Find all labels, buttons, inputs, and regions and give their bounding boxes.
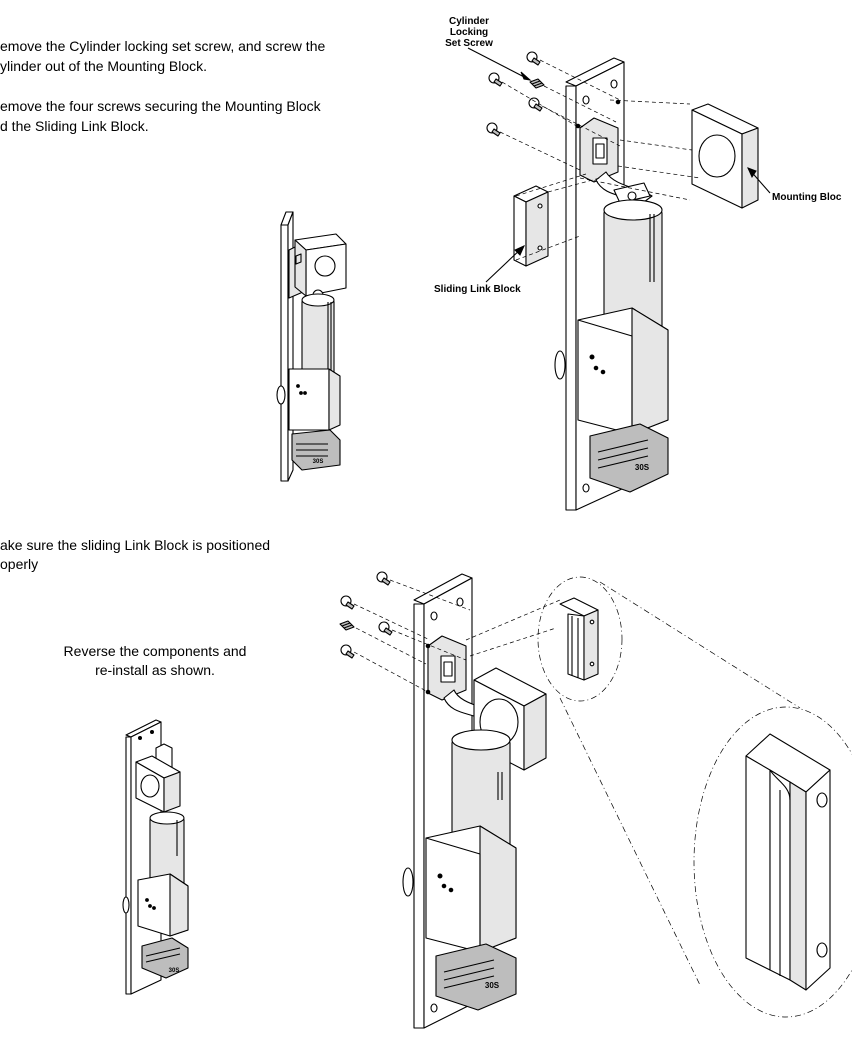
callout-cyl-line1: Cylinder [448, 16, 489, 27]
step2-text-line1: emove the four screws securing the Mount… [0, 98, 321, 114]
callout-sliding-link-block: Sliding Link Block [434, 284, 521, 295]
callout-cylinder-locking-set-screw: Cylinder Locking Set Screw [440, 16, 498, 49]
screw-icon [376, 571, 391, 586]
small-assembly-before: 30S [276, 211, 347, 482]
set-screw-icon [529, 78, 545, 89]
small-unit1-marking: 30S [313, 459, 324, 465]
screw-icon [488, 72, 503, 87]
callout-cyl-line3: Set Screw [445, 38, 493, 49]
step1-text-line2: ylinder out of the Mounting Block. [0, 58, 208, 74]
set-screw-icon [339, 620, 355, 631]
exploded-unit-marking: 30S [635, 463, 650, 472]
step3-text-line1: ake sure the sliding Link Block is posit… [0, 537, 271, 553]
callout-mounting-block: Mounting Bloc [772, 192, 842, 203]
step4-text-line2: re-install as shown. [95, 662, 215, 678]
screw-icon [340, 595, 355, 610]
screw-icon [340, 644, 355, 659]
reinstall-unit-marking: 30S [485, 981, 500, 990]
callout-cyl-line2: Locking [449, 27, 489, 38]
exploded-view-reinstall: 30S [339, 571, 852, 1029]
screw-icon [486, 122, 501, 137]
step1-text-line1: emove the Cylinder locking set screw, an… [0, 38, 326, 54]
step2-text-line2: d the Sliding Link Block. [0, 118, 149, 134]
screw-icon [378, 621, 393, 636]
screw-icon [526, 51, 541, 66]
exploded-view-disassembly: 30S [467, 47, 771, 511]
small-unit2-marking: 30S [169, 968, 180, 974]
screw-icon [528, 97, 543, 112]
step4-text-line1: Reverse the components and [63, 643, 247, 659]
step3-text-line2: operly [0, 556, 39, 572]
small-assembly-after: 30S [122, 719, 189, 995]
